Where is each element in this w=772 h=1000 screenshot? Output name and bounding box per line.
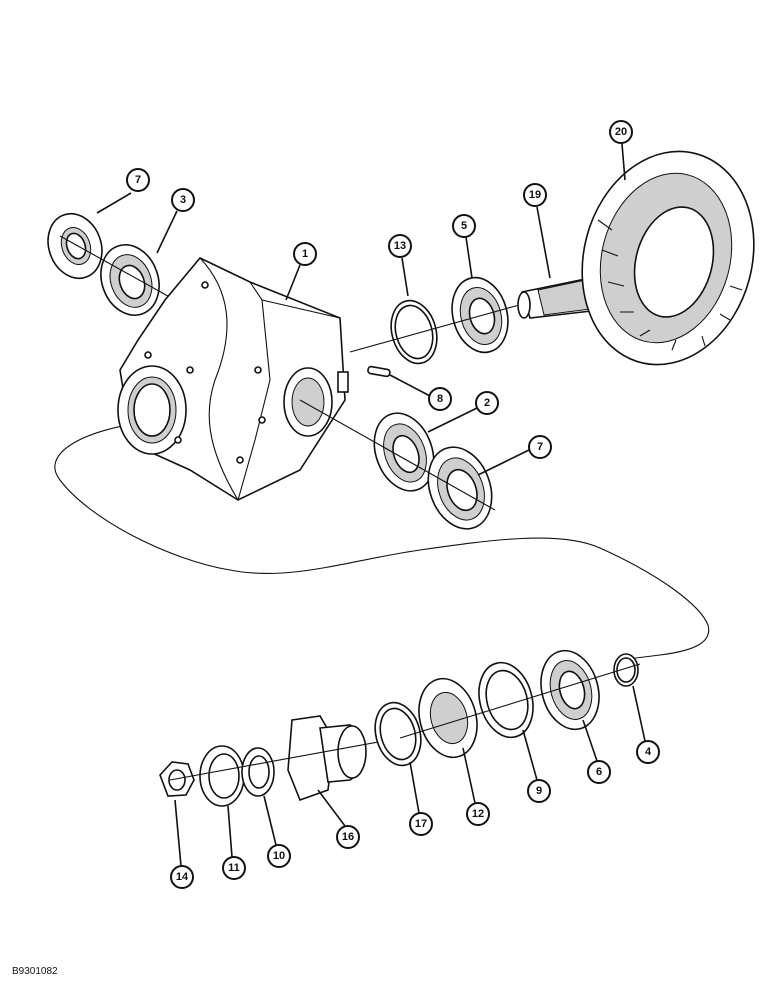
callout-label: 2 [484,397,490,409]
callout-label: 14 [176,871,189,883]
ring-gear-part-20 [581,150,755,366]
callout-20: 20 [609,120,633,144]
bearing-cup-part-9 [478,661,534,739]
callout-8: 8 [428,387,452,411]
snap-ring-part-4 [613,653,639,687]
pin-part-8 [367,365,391,378]
washer-part-10 [241,747,275,797]
callout-11: 11 [222,856,246,880]
callout-2: 2 [475,391,499,415]
callout-label: 4 [645,746,652,758]
callout-4: 4 [636,740,660,764]
seal-part-7-upper [47,212,103,280]
callout-label: 10 [273,850,285,862]
callout-3: 3 [171,188,195,212]
flange-yoke-part-16 [287,715,367,802]
bearing-part-5 [451,276,509,354]
callout-label: 20 [615,126,627,138]
callout-12: 12 [466,802,490,826]
differential-housing-part-1 [117,257,349,501]
callout-label: 19 [529,189,541,201]
callout-16: 16 [336,825,360,849]
bearing-part-3 [100,244,160,316]
callout-1: 1 [293,242,317,266]
figure-reference-code: B9301082 [12,966,58,977]
callout-6: 6 [587,760,611,784]
callout-label: 12 [472,808,484,820]
snap-ring-part-13 [390,299,438,365]
callout-label: 5 [461,220,467,232]
callout-label: 7 [537,441,543,453]
shim-part-12 [418,677,478,759]
callout-label: 17 [415,818,427,830]
assembly-guide-line [54,421,710,661]
callout-13: 13 [388,234,412,258]
callout-label: 13 [394,240,406,252]
callout-label: 7 [135,174,141,186]
callout-9: 9 [527,779,551,803]
callout-label: 3 [180,194,186,206]
bearing-part-6 [540,649,600,731]
seal-part-7-lower [427,446,493,530]
callout-label: 1 [302,248,308,260]
callout-label: 9 [536,785,542,797]
callout-label: 16 [342,831,354,843]
callout-label: 11 [228,862,240,874]
callout-7-upper: 7 [126,168,150,192]
bearing-part-2 [373,412,435,492]
callout-17: 17 [409,812,433,836]
callout-19: 19 [523,183,547,207]
callout-label: 8 [437,393,443,405]
callout-14: 14 [170,865,194,889]
seal-ring-part-17 [374,701,422,767]
callout-5: 5 [452,214,476,238]
washer-part-11 [199,745,245,807]
leader-lines [96,143,646,867]
callout-10: 10 [267,844,291,868]
callout-7-lower: 7 [528,435,552,459]
callout-label: 6 [596,766,602,778]
